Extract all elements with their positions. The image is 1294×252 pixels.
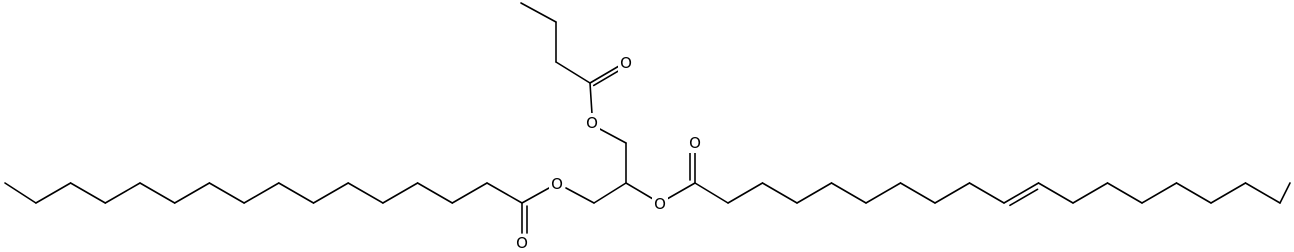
atom-label-o: O	[654, 195, 666, 213]
oleoyl-chain-bond	[934, 182, 971, 204]
oleoyl-chain-bond	[1106, 182, 1143, 204]
palmitoyl-chain-bond	[486, 182, 523, 204]
atom-labels: O O O O O O	[514, 53, 703, 252]
palmitoyl-chain-bond	[347, 182, 384, 204]
atom-label-o: O	[516, 234, 528, 252]
oleoyl-chain-bond	[694, 182, 729, 204]
palmitoyl-chain-bond	[173, 182, 211, 204]
butanoyl-chain-bond	[520, 2, 557, 23]
oleoyl-chain-bond	[830, 182, 867, 204]
bond-lines	[4, 2, 1291, 234]
palmitoyl-chain-bond	[451, 182, 488, 204]
palmitoyl-chain-bond	[312, 182, 350, 204]
oleoyl-chain-bond	[1072, 182, 1109, 204]
oleoyl-chain-bond	[761, 182, 798, 204]
palmitoyl-chain-bond	[416, 182, 454, 204]
carbonyl-oxygen-palmitoyl: O	[514, 234, 530, 252]
ester-oxygen-oleoyl: O	[652, 194, 668, 214]
palmitoyl-chain-bond	[382, 182, 419, 204]
palmitoyl-ester-bond	[521, 187, 550, 204]
oleoyl-chain-bond	[1279, 182, 1291, 204]
palmitoyl-chain-bond	[69, 182, 107, 204]
atom-label-o: O	[551, 175, 563, 193]
ester-oxygen-butanoyl: O	[584, 113, 600, 133]
oleoyl-chain-bond	[899, 182, 936, 204]
oleoyl-chain-bond	[1175, 182, 1212, 204]
butanoyl-carbonyl-bond	[589, 65, 620, 84]
oleoyl-ester-bond	[666, 182, 696, 200]
ester-oxygen-palmitoyl: O	[549, 174, 565, 194]
oleoyl-chain-bond	[1141, 182, 1178, 204]
palmitoyl-chain-bond	[35, 182, 72, 204]
oleoyl-chain-bond	[865, 182, 902, 204]
palmitoyl-chain-bond	[208, 182, 245, 204]
butanoyl-chain-bond	[555, 61, 591, 84]
oleoyl-cis-double-bond	[1009, 188, 1039, 207]
glycerol-backbone-bond	[597, 127, 627, 144]
carbonyl-oxygen-butanoyl: O	[618, 53, 634, 73]
oleoyl-chain-bond	[1003, 182, 1040, 204]
atom-label-o: O	[620, 54, 632, 72]
palmitoyl-chain-bond	[243, 182, 280, 204]
carbonyl-oxygen-oleoyl: O	[687, 133, 703, 153]
palmitoyl-chain-bond	[277, 182, 315, 204]
glycerol-to-oxygen-bond	[625, 182, 654, 200]
palmitoyl-chain-bond	[4, 182, 37, 204]
atom-label-o: O	[586, 114, 598, 132]
atom-label-o: O	[689, 134, 701, 152]
oleoyl-chain-bond	[1244, 182, 1281, 204]
oleoyl-chain-bond	[796, 182, 833, 204]
glycerol-backbone-bond	[565, 187, 595, 204]
palmitoyl-chain-bond	[104, 182, 141, 204]
butanoyl-carbonyl-bond	[592, 69, 621, 87]
oleoyl-chain-bond	[1037, 182, 1074, 204]
butanoyl-chain-bond	[589, 82, 593, 115]
oleoyl-chain-bond	[727, 182, 764, 204]
oleoyl-chain-bond	[1210, 182, 1247, 204]
glycerol-backbone-bond	[593, 182, 627, 204]
palmitoyl-chain-bond	[139, 182, 176, 204]
oleoyl-chain-bond	[968, 182, 1005, 204]
